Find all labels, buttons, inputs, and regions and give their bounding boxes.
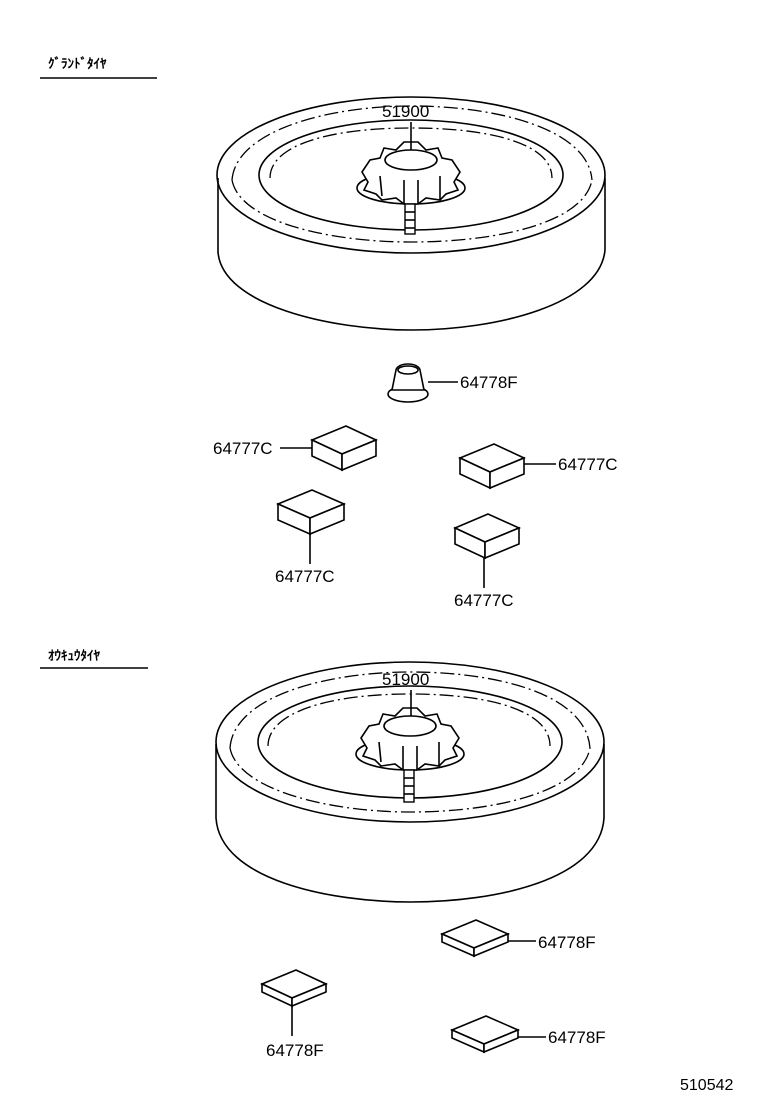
block-front (489, 456, 525, 490)
block-front (473, 932, 509, 958)
part-label-block[interactable]: 64777C (454, 591, 514, 610)
section-emergency-tire: ｵｳｷｭｳﾀｲﾔ (40, 649, 606, 1060)
tire-bottom-edge (215, 817, 605, 903)
tread-line-bottom (231, 179, 593, 243)
hub-nut (355, 707, 465, 771)
block-front (484, 526, 520, 560)
block-part[interactable] (310, 425, 378, 472)
bolt (404, 203, 416, 235)
tread-line-top (231, 105, 593, 181)
block-part[interactable] (275, 489, 347, 536)
part-label-cap[interactable]: 64778F (460, 373, 518, 392)
block-front (291, 982, 327, 1008)
nut-edge (378, 741, 382, 763)
cap-part[interactable] (387, 363, 429, 403)
block-part[interactable] (458, 443, 526, 490)
nut-edge (379, 175, 383, 197)
tire-outer-rim (216, 96, 606, 254)
section-heading: ｵｳｷｭｳﾀｲﾔ (48, 649, 101, 664)
section-grand-tire: ｸﾞﾗﾝﾄﾞﾀｲﾔ (40, 56, 618, 610)
tire-bottom-edge (217, 249, 606, 331)
tread-line-top (229, 671, 591, 749)
part-label-block[interactable]: 64778F (266, 1041, 324, 1060)
block-part[interactable] (439, 919, 511, 958)
tire-outer-rim (215, 661, 605, 823)
part-label-tire[interactable]: 51900 (382, 670, 429, 689)
part-label-block[interactable]: 64778F (548, 1028, 606, 1047)
diagram-reference-number: 510542 (680, 1077, 733, 1094)
hub-nut (356, 141, 466, 205)
nut-center (383, 715, 437, 737)
block-front (341, 438, 377, 472)
part-label-block[interactable]: 64777C (558, 455, 618, 474)
spare-tire[interactable] (216, 96, 606, 331)
part-label-block[interactable]: 64777C (213, 439, 273, 458)
block-part[interactable] (453, 513, 522, 560)
nut-center (384, 149, 438, 171)
wheel-inner-line (267, 693, 551, 747)
spare-tire[interactable] (215, 661, 605, 903)
block-front (309, 502, 345, 536)
part-label-block[interactable]: 64777C (275, 567, 335, 586)
block-part[interactable] (260, 969, 328, 1008)
block-part[interactable] (449, 1015, 521, 1054)
wheel-inner-line (269, 127, 553, 179)
part-label-block[interactable]: 64778F (538, 933, 596, 952)
part-label-tire[interactable]: 51900 (382, 102, 429, 121)
tread-line-bottom (229, 747, 591, 813)
block-front (483, 1028, 519, 1054)
section-heading: ｸﾞﾗﾝﾄﾞﾀｲﾔ (48, 56, 107, 72)
cap-top (397, 365, 419, 375)
